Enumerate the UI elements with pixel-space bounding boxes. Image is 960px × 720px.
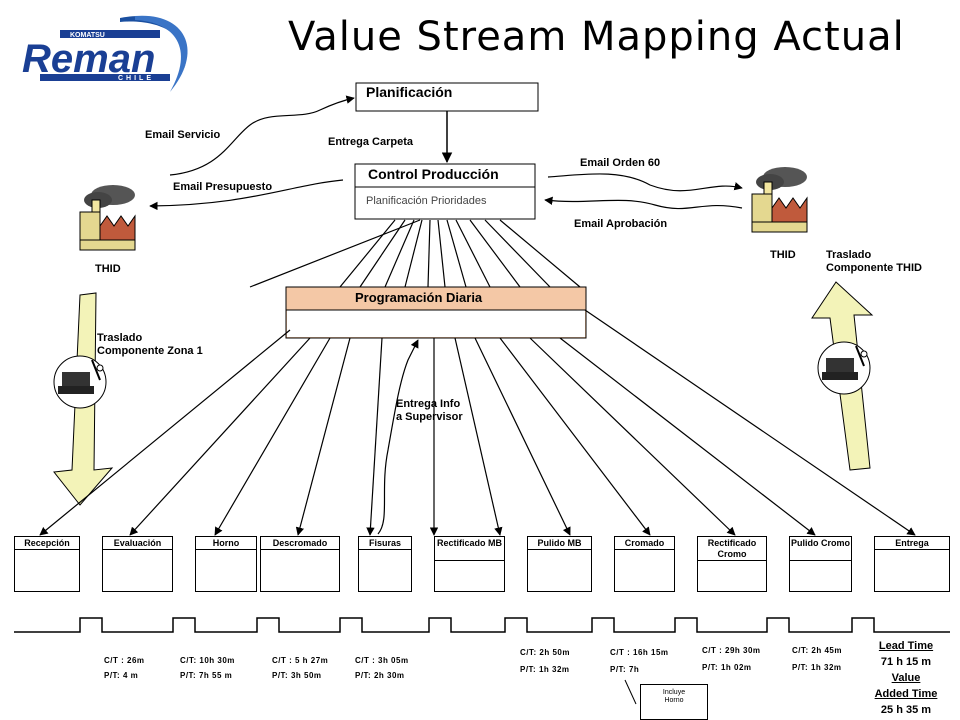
metric-pt: P/T: 4 m [104, 671, 139, 680]
factory-right-icon [751, 167, 808, 233]
forklift-right-icon [817, 341, 871, 395]
traslado-zona-label-2: Componente Zona 1 [97, 345, 203, 357]
programacion-diaria-label: Programación Diaria [355, 290, 483, 305]
factory-left-icon [79, 185, 136, 251]
process-pulido-mb: Pulido MB [527, 536, 592, 592]
email-presupuesto-label: Email Presupuesto [173, 181, 273, 193]
process-entrega: Entrega [874, 536, 950, 592]
metric-ct: C/T: 2h 50m [520, 648, 570, 657]
control-produccion-sub: Planificación Prioridades [366, 195, 487, 207]
metric-pt: P/T: 1h 02m [702, 663, 752, 672]
entrega-info-flow [377, 339, 419, 535]
traslado-thid-label-2: Componente THID [826, 262, 922, 274]
metric-ct: C/T : 5 h 27m [272, 656, 329, 665]
lead-time-summary: Lead Time 71 h 15 m Value Added Time 25 … [858, 638, 954, 718]
note-line-2: Horno [664, 697, 684, 704]
metric-ct: C/T : 29h 30m [702, 646, 761, 655]
incluye-horno-note: Incluye Horno [640, 684, 708, 720]
metric-pt: P/T: 2h 30m [355, 671, 405, 680]
process-recepcion: Recepción [14, 536, 80, 592]
email-servicio-label: Email Servicio [145, 129, 221, 141]
svg-text:Reman: Reman [22, 37, 155, 81]
email-orden-flow [547, 173, 743, 192]
email-servicio-flow [169, 95, 355, 176]
forklift-left-icon [53, 355, 107, 409]
programacion-to-process-lines [39, 309, 916, 536]
metric-ct: C/T : 26m [104, 656, 145, 665]
entrega-info-label-1: Entrega Info [396, 398, 461, 410]
note-pointer [624, 679, 637, 705]
traslado-zona-label-1: Traslado [97, 332, 143, 344]
thid-right-label: THID [770, 249, 796, 261]
lead-time-value: 71 h 15 m [880, 656, 932, 668]
email-presupuesto-flow [149, 179, 344, 211]
control-to-programacion-lines [249, 219, 581, 288]
process-cromado: Cromado [614, 536, 675, 592]
metric-ct: C/T : 3h 05m [355, 656, 409, 665]
metric-ct: C/T: 2h 45m [792, 646, 842, 655]
planificacion-box [355, 82, 539, 112]
process-rectificado-cromo: Rectificado Cromo [697, 536, 767, 592]
timeline [14, 617, 950, 633]
lead-time-label: Lead Time [878, 640, 934, 652]
process-descromado: Descromado [260, 536, 340, 592]
entrega-info-label-2: a Supervisor [396, 411, 463, 423]
metric-pt: P/T: 7h 55 m [180, 671, 233, 680]
planificacion-label: Planificación [366, 84, 453, 100]
entrega-carpeta-label: Entrega Carpeta [328, 136, 413, 148]
process-evaluacion: Evaluación [102, 536, 173, 592]
note-line-1: Incluye [662, 689, 686, 696]
metric-pt: P/T: 3h 50m [272, 671, 322, 680]
control-produccion-box [354, 163, 536, 220]
email-aprobacion-flow [544, 196, 743, 210]
svg-text:KOMATSU: KOMATSU [70, 32, 105, 39]
thid-left-label: THID [95, 263, 121, 275]
process-rectificado-mb: Rectificado MB [434, 536, 505, 592]
metric-ct: C/T : 16h 15m [610, 648, 669, 657]
metric-pt: P/T: 1h 32m [520, 665, 570, 674]
process-fisuras: Fisuras [358, 536, 412, 592]
email-aprobacion-label: Email Aprobación [574, 218, 668, 230]
metric-ct: C/T: 10h 30m [180, 656, 235, 665]
value-added-label-1: Value [891, 672, 921, 684]
metric-pt: P/T: 7h [610, 665, 640, 674]
control-produccion-label: Control Producción [368, 166, 499, 182]
email-orden-label: Email Orden 60 [580, 157, 661, 169]
value-added-value: 25 h 35 m [880, 704, 932, 716]
process-pulido-cromo: Pulido Cromo [789, 536, 852, 592]
value-added-label-2: Added Time [874, 688, 938, 700]
process-horno: Horno [195, 536, 257, 592]
traslado-thid-label-1: Traslado [826, 249, 872, 261]
metric-pt: P/T: 1h 32m [792, 663, 842, 672]
page-title: Value Stream Mapping Actual [288, 14, 905, 60]
svg-text:CHILE: CHILE [118, 75, 154, 82]
reman-logo: Reman CHILE KOMATSU [22, 15, 188, 92]
